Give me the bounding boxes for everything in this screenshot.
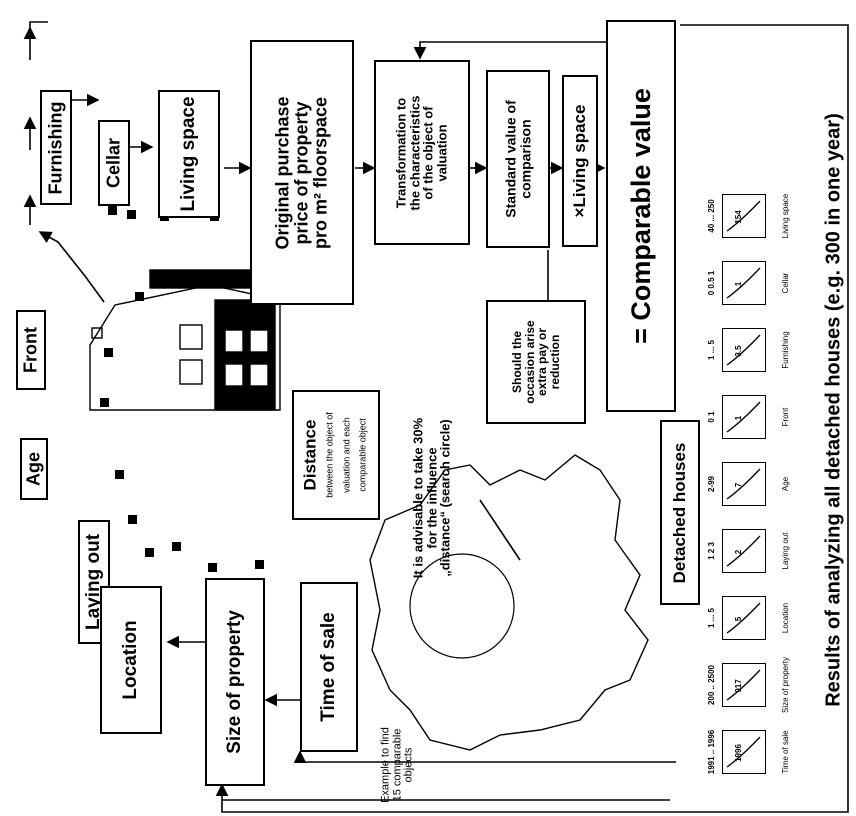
mini-chart-value: 7	[733, 482, 743, 488]
age-box: Age	[20, 438, 48, 500]
standard-value-box: Standard value of comparison	[486, 70, 550, 248]
mini-chart-value: 154	[733, 210, 743, 224]
original-price-line-1: Original purchase	[272, 95, 293, 250]
mini-chart-curve	[726, 468, 761, 500]
size-of-property-box: Size of property	[205, 578, 265, 786]
original-price-line-2: price of property	[291, 100, 312, 245]
example-line-3: objects	[402, 747, 415, 783]
mini-chart-curve	[726, 535, 761, 567]
mini-chart-range: 1991 .. 1996	[706, 729, 716, 775]
mini-chart-curve	[726, 200, 761, 232]
distance-line-1: between the object of	[324, 412, 335, 498]
x-living-space-text: Living space	[570, 104, 590, 208]
mini-chart-range: 2-99	[706, 475, 716, 493]
standard-value-line-1: Standard value of	[502, 100, 519, 218]
location-box: Location	[100, 586, 162, 734]
example-line-1: Example to find	[379, 727, 392, 803]
comparable-value-box: = Comparable value	[606, 20, 676, 412]
mini-chart-curve	[726, 267, 761, 299]
mini-chart-box: 5	[722, 596, 766, 640]
detached-houses-label: Detached houses	[670, 442, 690, 583]
mini-chart-box: 7	[722, 462, 766, 506]
mini-chart-label: Time of sale	[780, 730, 790, 774]
multiply-symbol: ×	[570, 207, 590, 218]
cellar-box: Cellar	[98, 120, 130, 206]
example-line-2: 15 comparable	[391, 728, 404, 802]
should-arise-line-4: reduction	[547, 334, 562, 390]
mini-chart-value: 2	[733, 549, 743, 555]
mini-chart-label: Furnishing	[780, 331, 790, 369]
size-of-property-label: Size of property	[224, 610, 246, 754]
distance-line-3: comparable object	[357, 418, 368, 492]
mini-chart-curve	[726, 401, 761, 433]
distance-box: Distance between the object of valuation…	[292, 390, 380, 520]
x-living-space-box: ×Living space	[562, 75, 598, 247]
should-arise-box: Should the occasion arise extra pay or r…	[486, 300, 586, 424]
living-space-label: Living space	[178, 96, 200, 212]
standard-value-label: Standard value of comparison	[502, 74, 533, 244]
original-price-line-3: pro m² floorspace	[310, 96, 331, 249]
mini-chart-curve	[726, 736, 761, 768]
mini-chart-box: 1	[722, 261, 766, 305]
mini-chart-range: 40 ... 250	[706, 199, 716, 233]
furnishing-box: Furnishing	[40, 90, 72, 205]
time-of-sale-box: Time of sale	[300, 582, 358, 752]
furnishing-label: Furnishing	[45, 101, 66, 194]
mini-chart-value: 1	[733, 415, 743, 421]
mini-chart-range: 1 ... 5	[706, 339, 716, 361]
mini-chart-value: 3.5	[733, 345, 743, 357]
mini-chart-curve	[726, 602, 761, 634]
mini-chart-value: 1996	[733, 744, 743, 762]
mini-chart-box: 3.5	[722, 328, 766, 372]
example-text: Example to find 15 comparable objects	[379, 715, 416, 815]
mini-chart-value: 917	[733, 679, 743, 693]
transformation-box: Transformation to the characteristics of…	[374, 60, 470, 245]
living-space-box: Living space	[158, 90, 220, 218]
cellar-label: Cellar	[103, 137, 124, 189]
mini-chart-range: 200 .. 2500	[706, 664, 716, 706]
age-label: Age	[23, 451, 44, 487]
comparable-value-label: = Comparable value	[625, 88, 656, 344]
standard-value-line-2: comparison	[517, 119, 533, 199]
mini-chart-label: Cellar	[780, 272, 790, 294]
original-price-label: Original purchase price of property pro …	[272, 48, 331, 298]
mini-chart-box: 154	[722, 194, 766, 238]
mini-chart-label: Age	[780, 476, 790, 492]
distance-title: Distance	[300, 419, 320, 491]
mini-chart-range: 1 2 3	[706, 542, 716, 560]
mini-chart-box: 2	[722, 529, 766, 573]
advice-line-3: „distance“ (search circle)	[437, 419, 453, 577]
mini-chart-range: 0 0.5 1	[706, 270, 716, 296]
transformation-label: Transformation to the characteristics of…	[394, 65, 450, 240]
distance-label: Distance between the object of valuation…	[300, 392, 370, 518]
detached-houses-box: Detached houses	[660, 420, 700, 605]
mini-chart-curve	[726, 334, 761, 366]
advice-text: It is advisable to take 30% for the infl…	[411, 388, 453, 608]
distance-line-2: valuation and each	[341, 417, 351, 493]
location-label: Location	[120, 620, 142, 700]
mini-chart-label: Front	[780, 407, 790, 427]
front-label: Front	[20, 327, 41, 373]
mini-chart-value: 5	[733, 616, 743, 622]
mini-chart-box: 917	[722, 663, 766, 707]
mini-chart-curve	[726, 669, 761, 701]
mini-chart-box: 1	[722, 395, 766, 439]
mini-chart-label: Location	[780, 602, 790, 634]
time-of-sale-label: Time of sale	[318, 612, 340, 722]
mini-chart-label: Laying out	[780, 532, 790, 570]
mini-chart-range: 0 1	[706, 411, 716, 423]
should-arise-label: Should the occasion arise extra pay or r…	[510, 302, 562, 422]
mini-chart-box: 1996	[722, 730, 766, 774]
original-price-box: Original purchase price of property pro …	[250, 40, 354, 305]
mini-chart-label: Living space	[780, 193, 790, 239]
front-box: Front	[16, 310, 46, 390]
mini-chart-value: 1	[733, 281, 743, 287]
mini-chart-label: Size of property	[780, 656, 790, 714]
mini-chart-range: 1 ... 5	[706, 607, 716, 629]
x-living-space-label: ×Living space	[570, 104, 590, 218]
results-title: Results of analyzing all detached houses…	[822, 113, 845, 707]
transformation-line-4: valuation	[434, 123, 450, 182]
